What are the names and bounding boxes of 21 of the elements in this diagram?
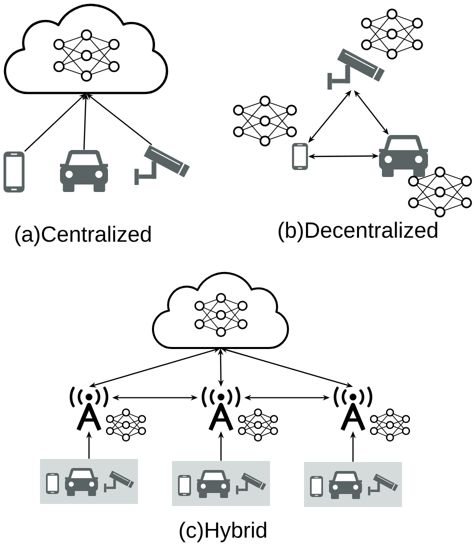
- security-camera-icon: [368, 474, 398, 496]
- security-camera-icon: [134, 145, 190, 185]
- antenna-tower-icon: [334, 386, 372, 431]
- car-icon: [379, 135, 428, 177]
- cloud: [4, 4, 168, 94]
- security-camera-icon: [236, 472, 266, 494]
- antenna-tower-icon: [70, 386, 108, 431]
- antenna-tower-icon: [202, 386, 240, 431]
- cloud: [152, 272, 289, 349]
- phone-icon: [292, 143, 308, 170]
- panel-caption: (c)Hybrid: [180, 522, 266, 542]
- car-icon: [329, 471, 362, 499]
- car-icon: [60, 150, 108, 192]
- car-icon: [197, 470, 230, 498]
- phone-icon: [4, 152, 24, 192]
- phone-icon: [46, 473, 59, 494]
- panel-caption: (b)Decentralized: [278, 222, 438, 242]
- panel-caption: (a)Centralized: [15, 226, 151, 246]
- car-icon: [65, 468, 98, 496]
- security-camera-icon: [328, 48, 385, 90]
- security-camera-icon: [104, 470, 134, 492]
